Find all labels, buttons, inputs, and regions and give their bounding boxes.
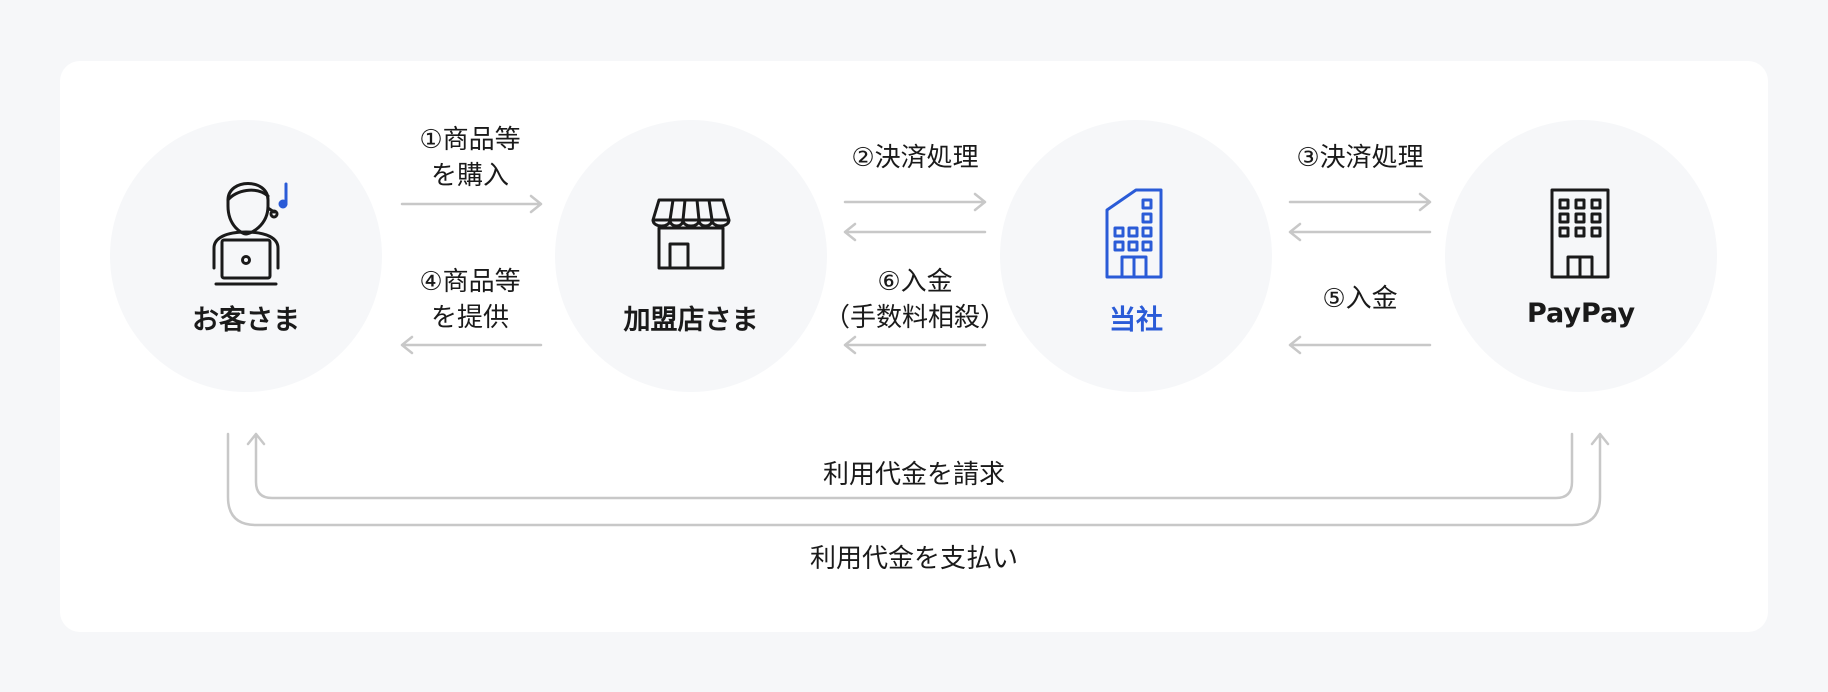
- arrow-payment: [226, 432, 1610, 527]
- arrow-step5: [1288, 335, 1432, 355]
- flow-label-step1: ①商品等 を購入: [419, 125, 521, 191]
- node-paypay: PayPay: [1445, 120, 1717, 392]
- arrow-step3-forward: [1288, 192, 1432, 212]
- node-label: 当社: [1109, 305, 1163, 336]
- arrow-step1: [400, 194, 543, 214]
- billing-label: 利用代金を請求: [822, 460, 1005, 490]
- flow-label-step4: ④商品等 を提供: [419, 267, 521, 333]
- arrow-step2-return: [843, 222, 987, 242]
- arrow-step2-forward: [843, 192, 987, 212]
- arrow-billing: [246, 432, 1574, 500]
- node-label: お客さま: [192, 305, 300, 336]
- node-label: 加盟店さま: [623, 305, 759, 336]
- node-merchant: 加盟店さま: [555, 120, 827, 392]
- arrow-step3-return: [1288, 222, 1432, 242]
- node-label: PayPay: [1526, 298, 1636, 329]
- flow-label-step2: ②決済処理: [851, 143, 979, 173]
- flow-label-step6: ⑥入金 （手数料相殺）: [823, 267, 1006, 333]
- flow-label-step5: ⑤入金: [1322, 284, 1398, 314]
- flow-label-step3: ③決済処理: [1296, 143, 1424, 173]
- payment-label: 利用代金を支払い: [809, 544, 1018, 574]
- arrow-step6: [843, 335, 987, 355]
- arrow-step4: [400, 335, 543, 355]
